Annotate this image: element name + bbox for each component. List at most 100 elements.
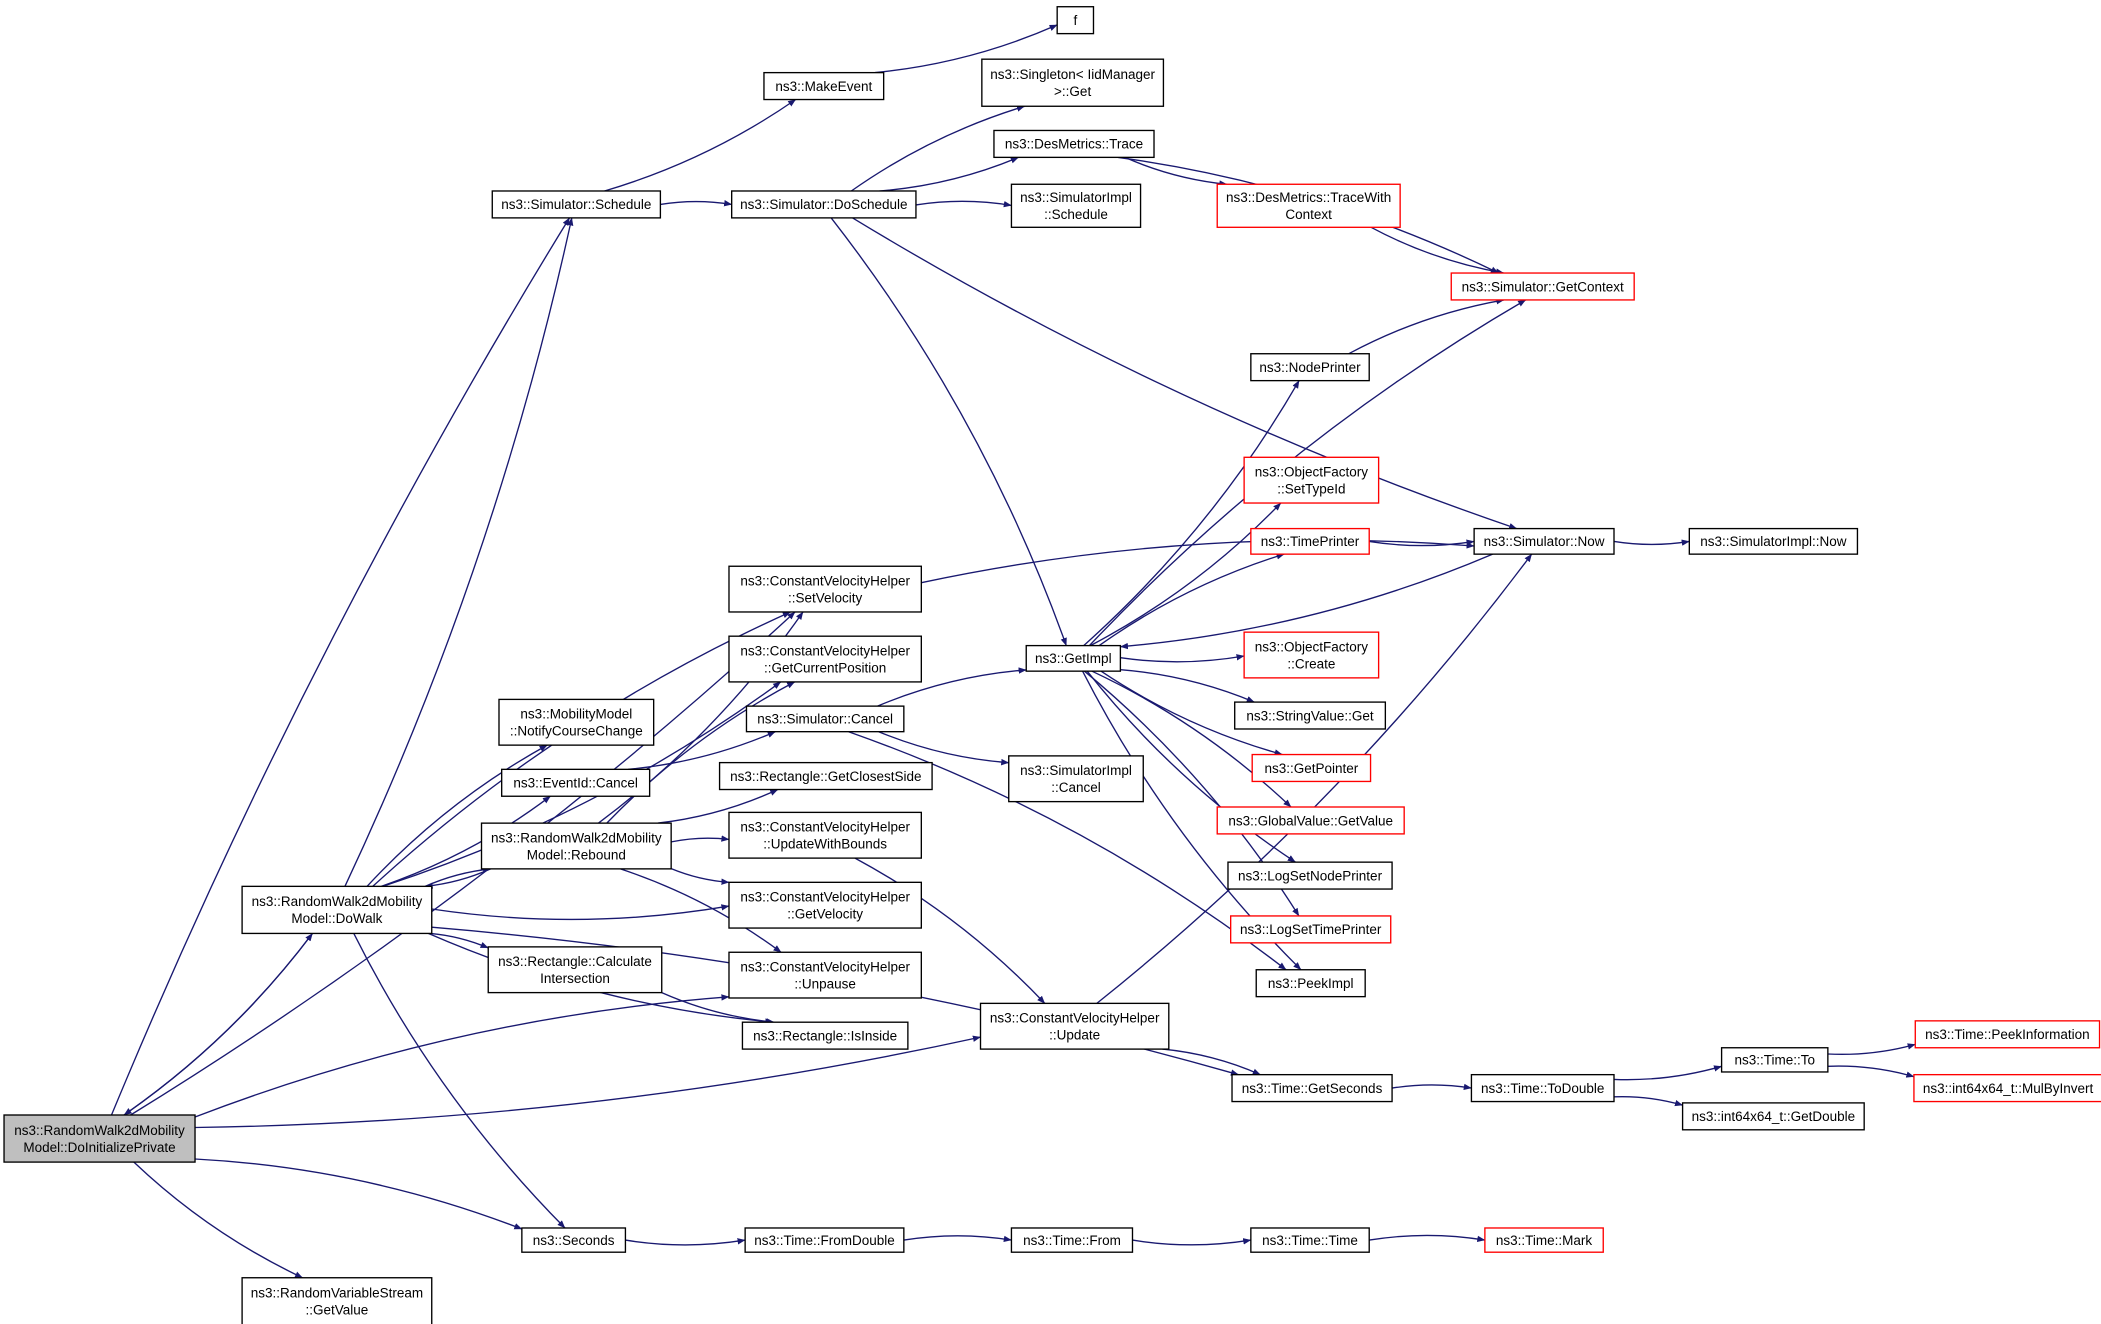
node-label: ns3::MakeEvent xyxy=(775,79,872,94)
edge-doschedule-to-sim_now xyxy=(852,217,1518,530)
node-int64_getdouble[interactable]: ns3::int64x64_t::GetDouble xyxy=(1681,1102,1865,1131)
node-box xyxy=(1216,806,1405,835)
node-nodeprinter[interactable]: ns3::NodePrinter xyxy=(1250,353,1370,382)
node-label: ns3::Time::Time xyxy=(1262,1233,1358,1248)
node-box xyxy=(1230,915,1392,944)
node-time_peekinfo[interactable]: ns3::Time::PeekInformation xyxy=(1914,1020,2101,1049)
node-time_mark[interactable]: ns3::Time::Mark xyxy=(1484,1227,1604,1253)
node-box xyxy=(1025,644,1122,672)
node-label: ns3::DesMetrics::TraceWith xyxy=(1226,190,1391,205)
node-rect_isinside[interactable]: ns3::Rectangle::IsInside xyxy=(741,1021,909,1050)
node-mm_notify[interactable]: ns3::MobilityModel::NotifyCourseChange xyxy=(498,698,655,746)
node-getpointer[interactable]: ns3::GetPointer xyxy=(1251,753,1372,783)
node-time_to[interactable]: ns3::Time::To xyxy=(1720,1047,1829,1073)
node-cvh_updatewithbounds[interactable]: ns3::ConstantVelocityHelper::UpdateWithB… xyxy=(728,811,922,859)
edge-rebound-to-dowalk xyxy=(424,868,491,889)
edge-nodeprinter-to-getcontext xyxy=(1348,298,1505,355)
node-getimpl[interactable]: ns3::GetImpl xyxy=(1025,644,1122,672)
node-logsetnodeprinter[interactable]: ns3::LogSetNodePrinter xyxy=(1227,861,1393,890)
node-box xyxy=(241,1277,433,1324)
edge-schedule-to-makeevent xyxy=(604,98,797,192)
edge-rebound-to-rect_getclosestside xyxy=(657,788,779,824)
node-label: ::Create xyxy=(1287,656,1335,671)
node-logsettimeprinter[interactable]: ns3::LogSetTimePrinter xyxy=(1230,915,1392,944)
node-stringvalue_get[interactable]: ns3::StringValue::Get xyxy=(1234,701,1387,730)
node-time_fromdouble[interactable]: ns3::Time::FromDouble xyxy=(744,1227,905,1253)
node-label: ns3::ConstantVelocityHelper xyxy=(990,1011,1160,1026)
node-timeprinter[interactable]: ns3::TimePrinter xyxy=(1250,527,1370,555)
node-objfactory_create[interactable]: ns3::ObjectFactory::Create xyxy=(1243,631,1380,679)
node-label: ns3::GlobalValue::GetValue xyxy=(1228,813,1393,828)
node-mulbyinvert[interactable]: ns3::int64x64_t::MulByInvert xyxy=(1913,1073,2101,1103)
node-cvh_getcurrentposition[interactable]: ns3::ConstantVelocityHelper::GetCurrentP… xyxy=(728,635,922,683)
node-time_from[interactable]: ns3::Time::From xyxy=(1010,1227,1134,1253)
edge-time_time-to-time_mark xyxy=(1369,1234,1486,1243)
node-schedule[interactable]: ns3::Simulator::Schedule xyxy=(491,190,662,219)
node-desmetrics_trace[interactable]: ns3::DesMetrics::Trace xyxy=(993,129,1155,159)
node-makeevent[interactable]: ns3::MakeEvent xyxy=(763,71,885,101)
node-time_time[interactable]: ns3::Time::Time xyxy=(1250,1227,1370,1253)
edge-root-to-cvh_unpause xyxy=(194,994,730,1118)
node-f[interactable]: f xyxy=(1056,6,1095,35)
edge-getimpl-to-timeprinter xyxy=(1098,553,1285,647)
node-label: >::Get xyxy=(1054,84,1091,99)
node-box xyxy=(745,705,905,733)
node-box xyxy=(3,1114,196,1163)
node-box xyxy=(1681,1102,1865,1131)
node-label: ns3::StringValue::Get xyxy=(1246,708,1374,723)
edge-getimpl-to-globalvalue_getvalue xyxy=(1091,670,1292,808)
node-cvh_unpause[interactable]: ns3::ConstantVelocityHelper::Unpause xyxy=(728,951,922,999)
edge-rebound-to-cvh_getcurrentposition xyxy=(606,681,796,824)
node-singleton[interactable]: ns3::Singleton< IidManager>::Get xyxy=(981,58,1165,107)
edge-time_fromdouble-to-time_from xyxy=(903,1235,1012,1243)
node-peekimpl[interactable]: ns3::PeekImpl xyxy=(1255,969,1366,998)
node-box xyxy=(241,885,433,935)
node-time_todouble[interactable]: ns3::Time::ToDouble xyxy=(1470,1073,1615,1103)
node-label: ns3::NodePrinter xyxy=(1259,360,1361,375)
edge-doschedule-to-getimpl xyxy=(830,217,1067,646)
node-eventid_cancel[interactable]: ns3::EventId::Cancel xyxy=(501,768,651,797)
edge-dowalk-to-schedule xyxy=(344,217,574,887)
node-sim_now[interactable]: ns3::Simulator::Now xyxy=(1473,527,1615,555)
node-label: ns3::SimulatorImpl xyxy=(1020,190,1132,205)
node-simimpl_cancel[interactable]: ns3::SimulatorImpl::Cancel xyxy=(1008,755,1144,803)
edge-cvh_updatewithbounds-to-cvh_update xyxy=(854,857,1046,1004)
node-simimpl_now[interactable]: ns3::SimulatorImpl::Now xyxy=(1688,527,1859,555)
node-cvh_getvelocity[interactable]: ns3::ConstantVelocityHelper::GetVelocity xyxy=(728,881,922,929)
node-globalvalue_getvalue[interactable]: ns3::GlobalValue::GetValue xyxy=(1216,806,1405,835)
node-box xyxy=(1227,861,1393,890)
node-root[interactable]: ns3::RandomWalk2dMobilityModel::DoInitia… xyxy=(3,1114,196,1163)
node-label: ns3::int64x64_t::GetDouble xyxy=(1692,1109,1856,1124)
node-getvalue_rvs[interactable]: ns3::RandomVariableStream::GetValue xyxy=(241,1277,433,1324)
node-objfactory_settypeid[interactable]: ns3::ObjectFactory::SetTypeId xyxy=(1243,456,1380,504)
node-cvh_update[interactable]: ns3::ConstantVelocityHelper::Update xyxy=(979,1002,1170,1050)
node-seconds[interactable]: ns3::Seconds xyxy=(521,1227,627,1253)
node-label: ns3::TimePrinter xyxy=(1261,534,1360,549)
node-cvh_setvelocity[interactable]: ns3::ConstantVelocityHelper::SetVelocity xyxy=(728,565,922,613)
node-doschedule[interactable]: ns3::Simulator::DoSchedule xyxy=(731,190,917,219)
edge-dowalk-to-cvh_getcurrentposition xyxy=(382,681,782,888)
node-box xyxy=(1450,272,1635,301)
node-box xyxy=(744,1227,905,1253)
edge-root-to-schedule xyxy=(110,217,571,1116)
edge-sim_cancel-to-simimpl_cancel xyxy=(878,731,1010,766)
node-time_getseconds[interactable]: ns3::Time::GetSeconds xyxy=(1231,1073,1393,1103)
edge-root-to-cvh_setvelocity xyxy=(130,611,796,1116)
node-box xyxy=(1243,456,1380,504)
node-label: ns3::Time::PeekInformation xyxy=(1925,1027,2090,1042)
node-box xyxy=(741,1021,909,1050)
node-rect_getclosestside[interactable]: ns3::Rectangle::GetClosestSide xyxy=(718,761,933,791)
node-getcontext[interactable]: ns3::Simulator::GetContext xyxy=(1450,272,1635,301)
edge-timeprinter-to-sim_now xyxy=(1369,539,1475,547)
node-box xyxy=(1250,527,1370,555)
node-label: ns3::Seconds xyxy=(533,1233,615,1248)
edge-sim_now-to-simimpl_now xyxy=(1613,539,1690,546)
node-sim_cancel[interactable]: ns3::Simulator::Cancel xyxy=(745,705,905,733)
node-label: ns3::SimulatorImpl xyxy=(1020,763,1132,778)
node-simimpl_schedule[interactable]: ns3::SimulatorImpl::Schedule xyxy=(1010,183,1142,228)
edge-doschedule-to-desmetrics_trace xyxy=(879,156,1019,192)
